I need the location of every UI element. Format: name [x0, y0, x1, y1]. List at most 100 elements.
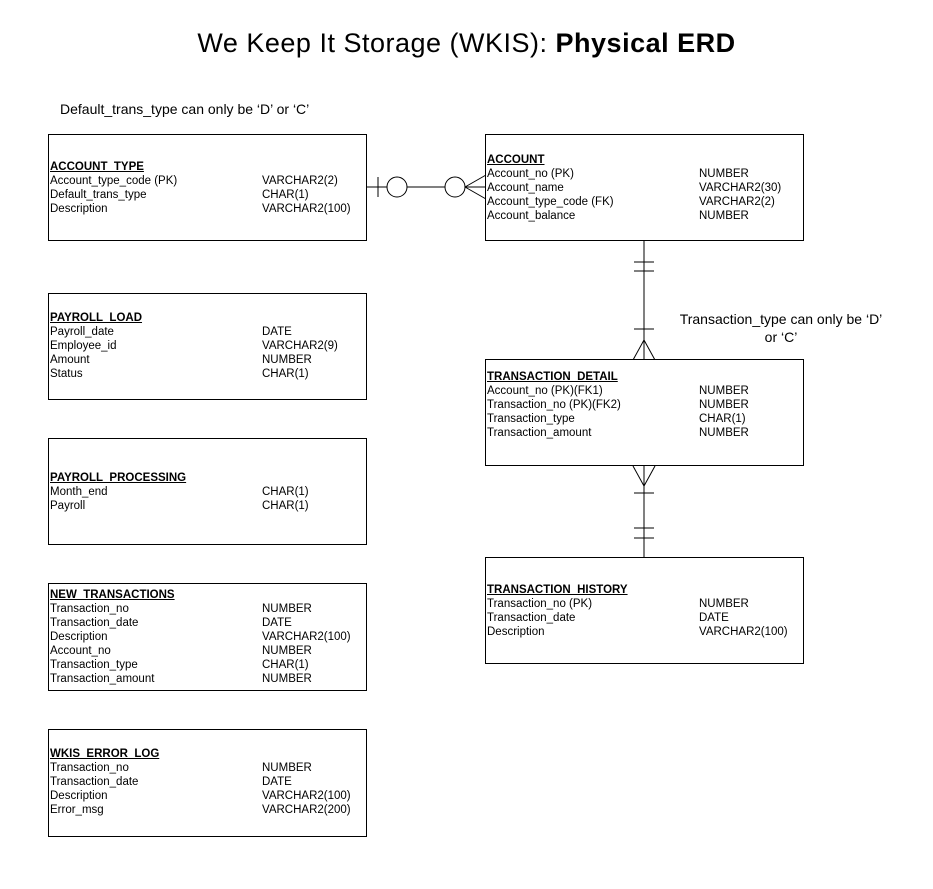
attribute-row: Error_msg VARCHAR2(200) [50, 803, 362, 817]
attribute-row: Account_no (PK) NUMBER [487, 167, 799, 181]
attribute-type: VARCHAR2(30) [699, 182, 782, 194]
attribute-type: NUMBER [699, 399, 749, 411]
attribute-name: Amount [50, 354, 90, 366]
attribute-type: NUMBER [699, 168, 749, 180]
transaction-detail-crowfoot-bottom-left [632, 465, 645, 487]
attribute-type: NUMBER [699, 598, 749, 610]
account-type-optional-circle [386, 176, 408, 198]
attribute-row: Account_name VARCHAR2(30) [487, 181, 799, 195]
attribute-row: Transaction_no (PK) NUMBER [487, 597, 799, 611]
attribute-type: NUMBER [699, 385, 749, 397]
entity-name: PAYROLL_LOAD [50, 312, 143, 324]
attribute-name: Transaction_date [50, 617, 139, 629]
entity-transaction-detail[interactable]: TRANSACTION_DETAIL Account_no (PK)(FK1) N… [485, 359, 804, 466]
entity-account[interactable]: ACCOUNT Account_no (PK) NUMBER Account_na… [485, 134, 804, 241]
attribute-name: Account_balance [487, 210, 576, 222]
attribute-type: NUMBER [699, 427, 749, 439]
entity-name: NEW_TRANSACTIONS [50, 589, 175, 601]
account-crowfoot-top [464, 174, 487, 188]
attribute-row: Transaction_type CHAR(1) [487, 412, 799, 426]
attribute-type: VARCHAR2(2) [699, 196, 775, 208]
account-optional-circle [444, 176, 466, 198]
attribute-name: Payroll [50, 500, 86, 512]
attribute-type: NUMBER [262, 354, 312, 366]
attribute-row: Transaction_type CHAR(1) [50, 658, 362, 672]
attribute-name: Transaction_date [487, 612, 576, 624]
attribute-name: Account_no [50, 645, 111, 657]
attribute-row: Payroll_date DATE [50, 325, 362, 339]
attribute-type: VARCHAR2(2) [262, 175, 338, 187]
attribute-name: Account_no (PK) [487, 168, 574, 180]
attribute-name: Account_no (PK)(FK1) [487, 385, 603, 397]
attribute-row: Account_balance NUMBER [487, 209, 799, 223]
attribute-name: Default_trans_type [50, 189, 147, 201]
attribute-name: Transaction_no [50, 603, 129, 615]
attribute-type: CHAR(1) [262, 659, 309, 671]
transaction-detail-crowfoot-right [643, 339, 656, 361]
entity-name: WKIS_ERROR_LOG [50, 748, 160, 760]
attribute-type: DATE [699, 612, 729, 624]
attribute-name: Account_type_code (FK) [487, 196, 614, 208]
attribute-row: Transaction_no NUMBER [50, 602, 362, 616]
attribute-type: CHAR(1) [262, 368, 309, 380]
attribute-type: NUMBER [262, 673, 312, 685]
transaction-type-note-line1: Transaction_type can only be ‘D’ [679, 311, 883, 327]
transaction-detail-crowfoot-left [632, 339, 645, 361]
attribute-name: Transaction_type [487, 413, 575, 425]
attribute-name: Transaction_date [50, 776, 139, 788]
attribute-name: Error_msg [50, 804, 104, 816]
default-trans-type-note: Default_trans_type can only be ‘D’ or ‘C… [60, 101, 310, 117]
attribute-row: Payroll CHAR(1) [50, 499, 362, 513]
attribute-type: NUMBER [699, 210, 749, 222]
attribute-row: Transaction_date DATE [487, 611, 799, 625]
attribute-type: VARCHAR2(100) [262, 631, 351, 643]
transaction-type-note-line2: or ‘C’ [764, 329, 798, 345]
attribute-row: Transaction_date DATE [50, 775, 362, 789]
entity-name: TRANSACTION_DETAIL [487, 371, 618, 383]
attribute-name: Transaction_no (PK)(FK2) [487, 399, 621, 411]
entity-account-type[interactable]: ACCOUNT_TYPE Account_type_code (PK)VARCH… [48, 134, 367, 241]
attribute-name: Account_name [487, 182, 564, 194]
attribute-row: Transaction_amount NUMBER [487, 426, 799, 440]
attribute-row: Default_trans_type CHAR(1) [50, 188, 362, 202]
attribute-type: CHAR(1) [262, 500, 309, 512]
attribute-type: DATE [262, 776, 292, 788]
attribute-name: Description [50, 631, 108, 643]
attribute-name: Transaction_type [50, 659, 138, 671]
entity-name: ACCOUNT [487, 154, 545, 166]
attribute-row: Account_type_code (PK) VARCHAR2(2) [50, 174, 362, 188]
title-regular: We Keep It Storage (WKIS): [197, 28, 548, 58]
attribute-type: VARCHAR2(100) [262, 203, 351, 215]
attribute-type: VARCHAR2(9) [262, 340, 338, 352]
transaction-detail-crowfoot-bottom-right [643, 465, 656, 487]
attribute-type: CHAR(1) [262, 189, 309, 201]
attribute-name: Transaction_no (PK) [487, 598, 593, 610]
attribute-row: Amount NUMBER [50, 353, 362, 367]
attribute-type: CHAR(1) [699, 413, 746, 425]
attribute-type: NUMBER [262, 603, 312, 615]
attribute-type: VARCHAR2(100) [699, 626, 788, 638]
attribute-type: VARCHAR2(200) [262, 804, 351, 816]
attribute-row: Transaction_amount NUMBER [50, 672, 362, 686]
attribute-name: Transaction_amount [487, 427, 592, 439]
attribute-type: DATE [262, 326, 292, 338]
attribute-name: Month_end [50, 486, 108, 498]
entity-transaction-history[interactable]: TRANSACTION_HISTORY Transaction_no (PK)N… [485, 557, 804, 664]
attribute-name: Account_type_code (PK) [50, 175, 178, 187]
attribute-type: NUMBER [262, 762, 312, 774]
attribute-name: Payroll_date [50, 326, 114, 338]
attribute-name: Transaction_amount [50, 673, 155, 685]
